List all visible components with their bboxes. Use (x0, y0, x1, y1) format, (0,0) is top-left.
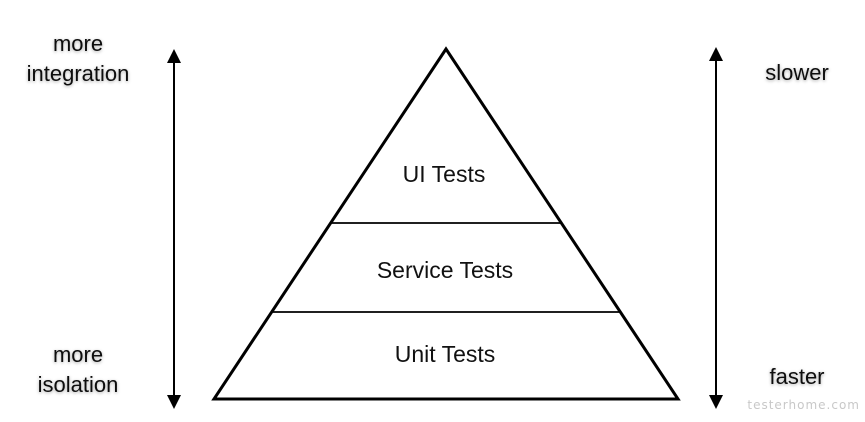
layer-label-service-tests: Service Tests (377, 257, 513, 283)
right-bottom-label: faster (769, 364, 824, 389)
pyramid-outline (211, 46, 681, 401)
watermark: testerhome.com (747, 398, 860, 412)
left-bottom-label-line1: more (53, 342, 103, 367)
left-top-label-line2: integration (27, 61, 130, 86)
left-bottom-label-line2: isolation (38, 372, 119, 397)
layer-label-unit-tests: Unit Tests (395, 341, 496, 367)
right-top-label: slower (765, 60, 829, 85)
layer-label-ui-tests: UI Tests (403, 161, 486, 187)
left-top-label-line1: more (53, 31, 103, 56)
